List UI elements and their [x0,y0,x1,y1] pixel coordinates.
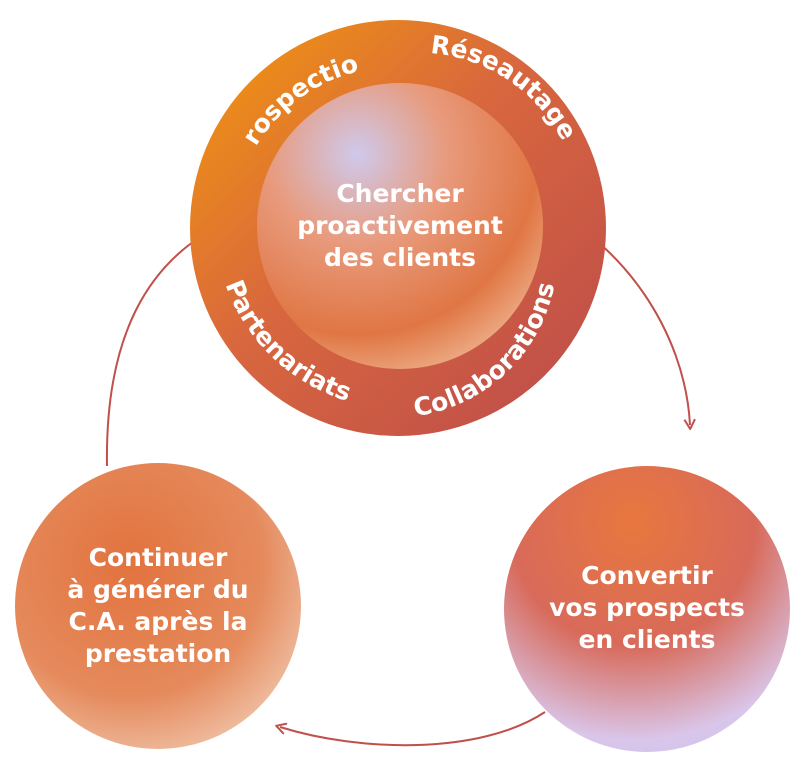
convert-line-3: en clients [578,625,716,654]
arrow-convert-to-continue [275,711,546,747]
continue-line-4: prestation [84,639,232,668]
continue-line-2: à générer du [67,575,249,604]
center-line-1: Chercher [336,179,464,208]
center-circle [257,83,543,369]
convert-line-1: Convertir [581,561,713,590]
center-text: Chercher proactivement des clients [260,170,540,282]
convert-line-2: vos prospects [549,593,745,622]
continue-circle [15,463,301,749]
convert-circle [504,466,790,752]
continue-text: Continuer à générer du C.A. après la pre… [28,532,288,680]
convert-text: Convertir vos prospects en clients [512,552,782,664]
center-line-2: proactivement [297,211,503,240]
continue-line-1: Continuer [88,543,228,572]
continue-line-3: C.A. après la [68,607,248,636]
center-line-3: des clients [324,243,476,272]
